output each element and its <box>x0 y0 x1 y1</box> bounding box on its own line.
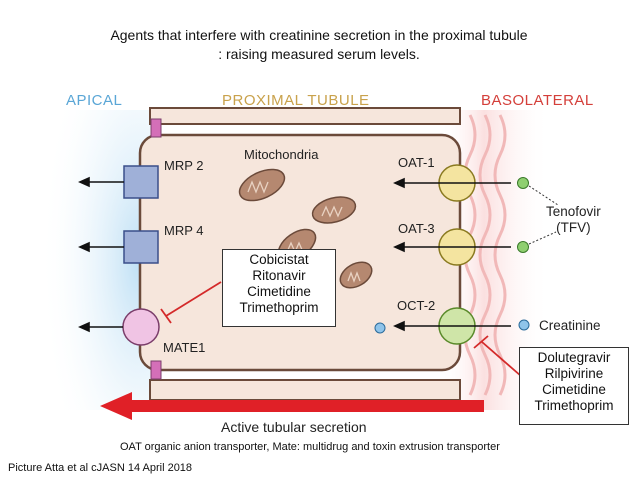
active-secretion-label: Active tubular secretion <box>221 419 367 435</box>
basolateral-header: BASOLATERAL <box>481 92 594 109</box>
oct2-label: OCT-2 <box>397 298 436 313</box>
mate1-label: MATE1 <box>163 340 206 355</box>
slide-title-line2: : raising measured serum levels. <box>218 46 420 62</box>
oat3-label: OAT-3 <box>398 221 435 236</box>
slide-title-line1: Agents that interfere with creatinine se… <box>110 27 528 43</box>
mrp4-transporter <box>123 230 159 264</box>
apical-inhibitor-item: Cimetidine <box>247 284 311 299</box>
tenofovir-label-line1: Tenofovir <box>546 204 601 219</box>
apical-inhibitor-item: Cobicistat <box>249 252 309 267</box>
abbreviation-caption: OAT organic anion transporter, Mate: mul… <box>120 441 500 453</box>
apical-efflux-arrows <box>78 176 124 333</box>
apical-inhibitor-item: Trimethoprim <box>239 300 319 315</box>
apical-inhibitor-box: Cobicistat Ritonavir Cimetidine Trimetho… <box>222 249 336 327</box>
tight-junction-bottom <box>150 360 162 380</box>
proximal-tubule-header: PROXIMAL TUBULE <box>222 92 370 109</box>
creatinine-molecule <box>518 319 530 331</box>
tenofovir-label-line2: (TFV) <box>556 220 591 235</box>
mrp2-label: MRP 2 <box>164 158 204 173</box>
basolateral-uptake-arrows <box>393 177 511 332</box>
creatinine-label: Creatinine <box>539 318 601 333</box>
basolateral-inhibitor-item: Rilpivirine <box>544 366 604 381</box>
basolateral-inhibitor-item: Dolutegravir <box>537 350 611 365</box>
lower-cell <box>149 379 461 401</box>
mitochondria-label: Mitochondria <box>244 147 319 162</box>
basolateral-inhibitor-item: Trimethoprim <box>534 398 614 413</box>
upper-cell <box>149 107 461 125</box>
apical-inhibition-line <box>160 281 222 324</box>
apical-inhibitor-item: Ritonavir <box>252 268 306 283</box>
tenofovir-molecule <box>517 177 529 189</box>
oat1-label: OAT-1 <box>398 155 435 170</box>
basolateral-inhibitor-box: Dolutegravir Rilpivirine Cimetidine Trim… <box>519 347 629 425</box>
tenofovir-molecule <box>517 241 529 253</box>
mate1-transporter <box>122 308 160 346</box>
mrp4-label: MRP 4 <box>164 223 204 238</box>
active-secretion-arrowhead <box>100 392 132 420</box>
basolateral-inhibition-line <box>473 335 522 377</box>
tight-junction-top <box>150 118 162 138</box>
citation: Picture Atta et al cJASN 14 April 2018 <box>8 462 193 474</box>
tenofovir-pointers <box>528 185 559 245</box>
mrp2-transporter <box>123 165 159 199</box>
active-secretion-arrow-shaft <box>128 400 484 412</box>
creatinine-molecule <box>374 322 386 334</box>
basolateral-inhibitor-item: Cimetidine <box>542 382 606 397</box>
apical-header: APICAL <box>66 92 123 109</box>
tenofovir-label: Tenofovir (TFV) <box>546 204 601 236</box>
